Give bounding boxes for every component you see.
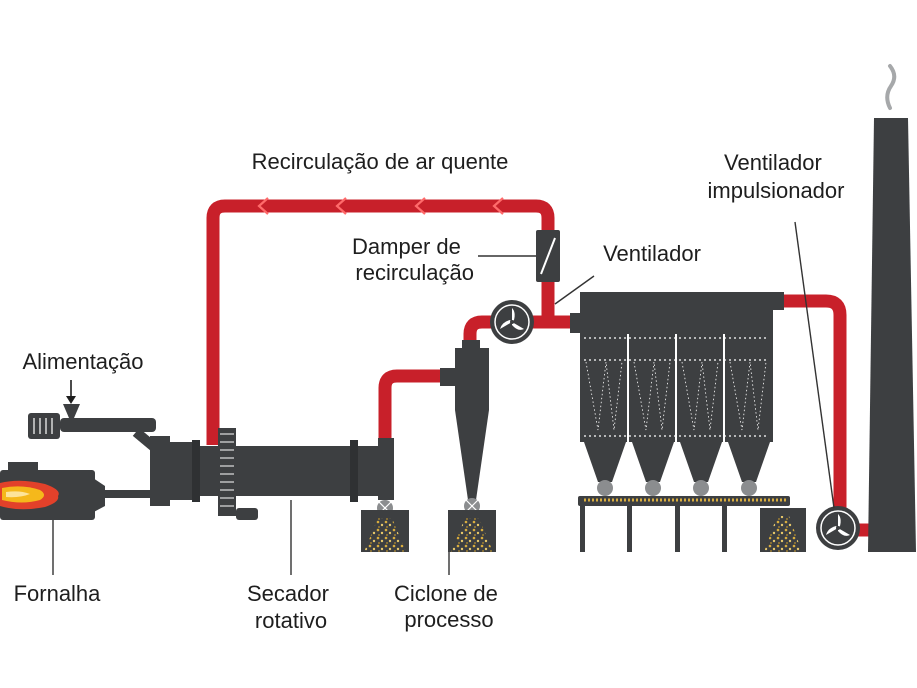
feed-arrow [66, 380, 76, 404]
label-feed: Alimentação [22, 349, 143, 374]
label-booster-fan: Ventilador impulsionador [708, 150, 845, 203]
booster-fan-icon [816, 506, 860, 550]
baghouse-booster-pipe [784, 294, 847, 510]
chimney-stack [868, 118, 916, 552]
label-cyclone-line2: processo [404, 607, 493, 632]
baghouse-filter [570, 292, 806, 552]
label-damper-line2: recirculação [355, 260, 474, 285]
leader-lines [52, 221, 835, 575]
labels: Recirculação de ar quente Damper de reci… [14, 149, 845, 633]
flame-icon [0, 480, 59, 510]
label-cyclone-line1: Ciclone de [394, 581, 498, 606]
feeder [28, 404, 164, 456]
label-furnace: Fornalha [14, 581, 102, 606]
dryer-cyclone-pipe [378, 369, 442, 445]
smoke-icon [885, 64, 897, 110]
motor-icon [28, 413, 60, 439]
label-damper-line1: Damper de [352, 234, 461, 259]
label-damper: Damper de recirculação [352, 234, 474, 285]
airflow-arrow-icon [257, 197, 504, 215]
fan-icon [490, 300, 534, 344]
cyclone-fan-pipe [463, 315, 494, 346]
label-dryer-line1: Secador [247, 581, 329, 606]
damper-icon [536, 230, 560, 282]
dryer-product-bin [361, 510, 409, 552]
label-booster-line1: Ventilador [724, 150, 822, 175]
label-cyclone: Ciclone de processo [394, 581, 504, 632]
label-dryer-line2: rotativo [255, 608, 327, 633]
recirculation-pipe [206, 199, 555, 445]
label-fan: Ventilador [603, 241, 701, 266]
rotary-dryer [150, 428, 394, 520]
label-booster-line2: impulsionador [708, 178, 845, 203]
process-cyclone [440, 340, 489, 514]
furnace [0, 462, 150, 520]
cyclone-product-bin [448, 510, 496, 552]
label-recirculation: Recirculação de ar quente [252, 149, 509, 174]
label-rotary-dryer: Secador rotativo [247, 581, 335, 633]
